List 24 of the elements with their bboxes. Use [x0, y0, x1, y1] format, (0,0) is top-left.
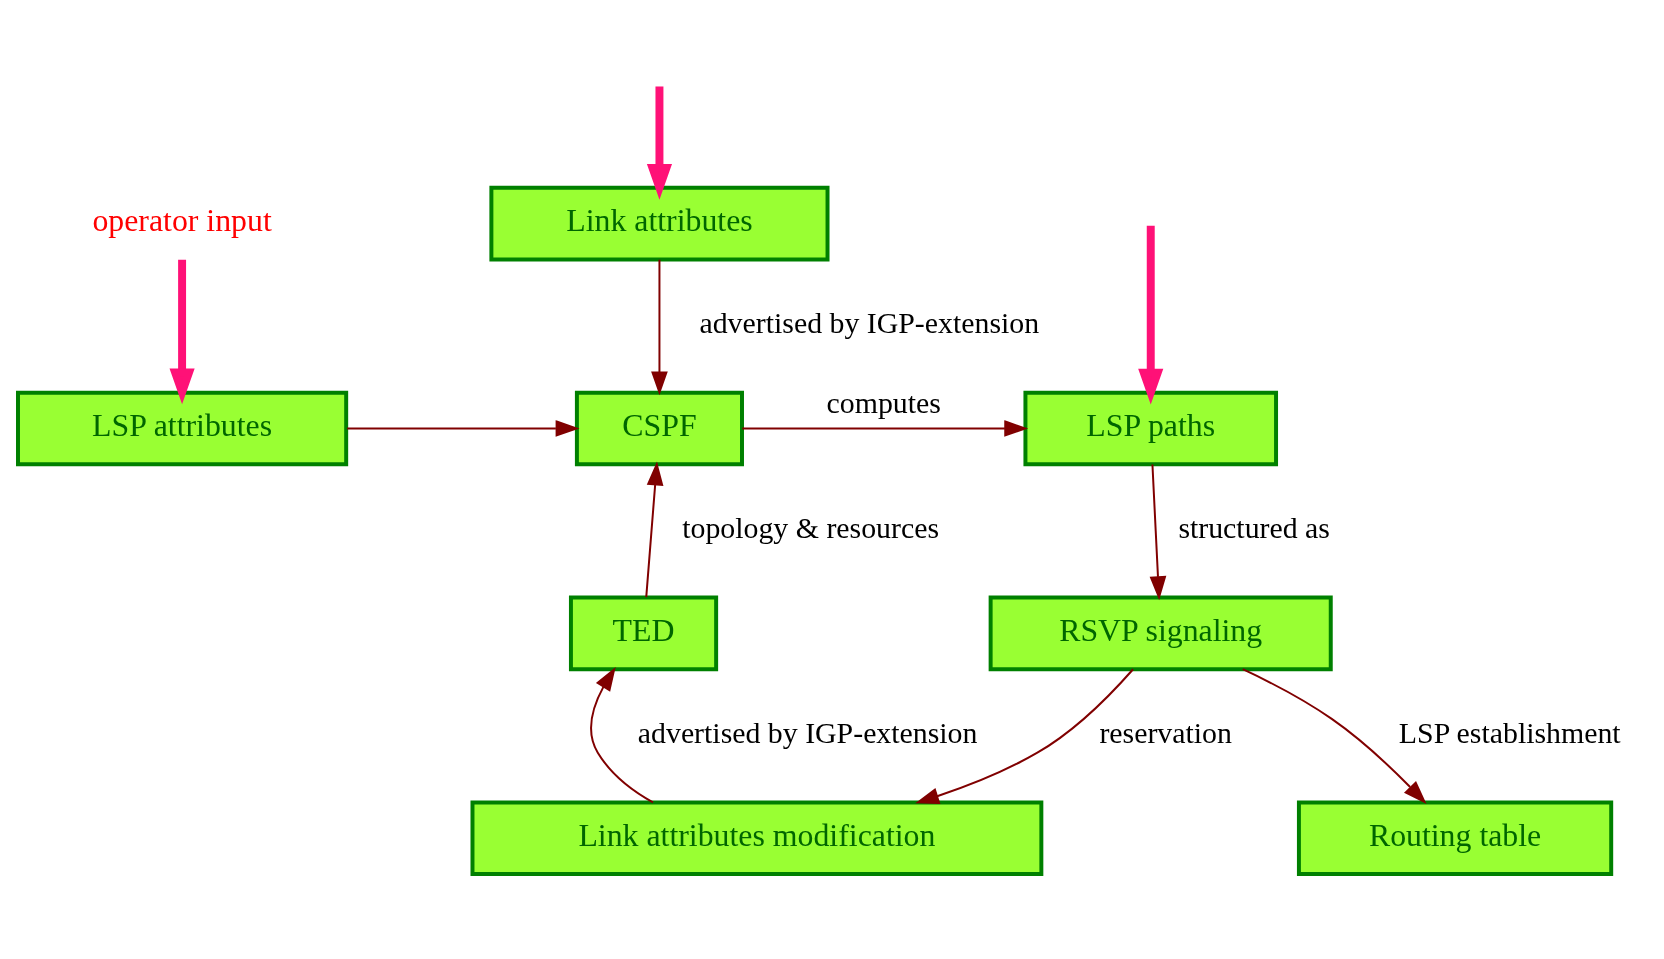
node-text: operator input: [92, 203, 272, 239]
node-box: CSPF: [574, 390, 744, 467]
edge-label: advertised by IGP-extension: [699, 306, 1040, 340]
edge-label: advertised by IGP-extension: [637, 715, 978, 749]
arrow: [1241, 668, 1427, 805]
arrow: [645, 461, 664, 599]
arrow: [651, 258, 668, 396]
node-box: Link attributes modification: [470, 800, 1044, 877]
edge-label: LSP establishment: [1398, 715, 1621, 749]
arrow: [741, 420, 1029, 437]
node-box: LSP attributes: [16, 390, 349, 467]
edge-label: structured as: [1178, 510, 1330, 544]
node-box: Routing table: [1296, 800, 1614, 877]
edge-label: reservation: [1099, 715, 1232, 749]
arrow: [346, 420, 580, 437]
node-box: Link attributes: [489, 185, 830, 262]
node-box: LSP paths: [1023, 390, 1279, 467]
node-box: RSVP signaling: [988, 595, 1333, 672]
edge-label: computes: [826, 385, 941, 419]
node-box: TED: [568, 595, 719, 672]
arrow: [915, 668, 1135, 804]
arrow: [590, 667, 654, 804]
arrow: [1149, 463, 1167, 601]
edge-label: topology & resources: [682, 510, 940, 544]
